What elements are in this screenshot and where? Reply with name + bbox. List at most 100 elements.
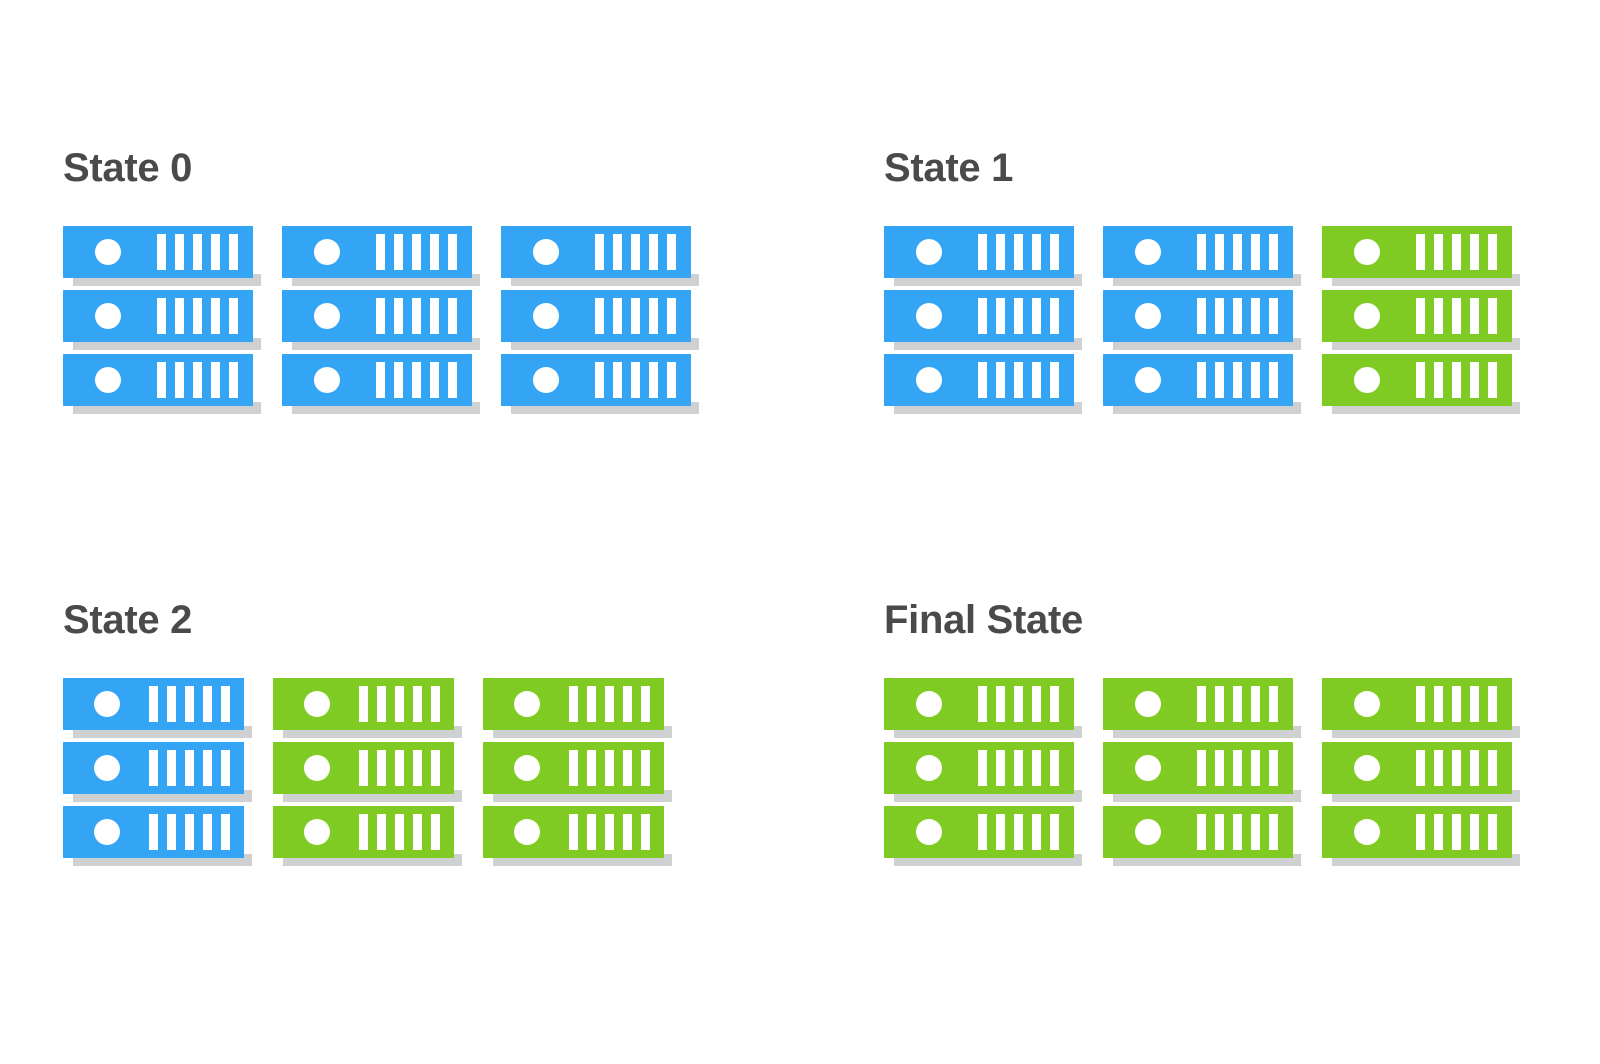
server-unit-green[interactable] [1322,354,1512,406]
server-unit-green[interactable] [1322,678,1512,730]
vent-slot-icon [586,750,596,786]
server-unit-blue[interactable] [63,806,244,858]
server-unit-green[interactable] [273,806,454,858]
server-unit-green[interactable] [1322,290,1512,342]
vent-slot-icon [1469,686,1479,722]
status-led-icon [1135,239,1162,265]
vent-slot-icon [166,686,176,722]
vent-slot-icon [1232,362,1242,398]
server-unit-green[interactable] [884,742,1074,794]
server-unit-green[interactable] [1322,742,1512,794]
server-unit-blue[interactable] [884,354,1074,406]
vent-slot-icon [1268,686,1278,722]
status-led-icon [513,819,540,845]
vent-slot-icon [1013,298,1023,334]
server-unit-blue[interactable] [884,226,1074,278]
vent-slot-icon [1433,750,1443,786]
server-vent-group [568,750,650,786]
vent-slot-icon [358,750,368,786]
vent-slot-icon [612,234,622,270]
vent-slot-icon [1433,362,1443,398]
server-rack[interactable] [63,678,252,866]
server-unit-blue[interactable] [282,290,472,342]
vent-slot-icon [393,234,403,270]
server-rack[interactable] [63,226,261,414]
server-rack[interactable] [884,678,1082,866]
server-unit-green[interactable] [884,678,1074,730]
server-unit-green[interactable] [1103,742,1293,794]
server-rack[interactable] [1103,226,1301,414]
server-unit-blue[interactable] [63,678,244,730]
server-unit-blue[interactable] [282,354,472,406]
vent-slot-icon [977,298,987,334]
server-vent-group [358,750,440,786]
server-unit-green[interactable] [273,742,454,794]
vent-slot-icon [1469,362,1479,398]
vent-slot-icon [174,298,184,334]
vent-slot-icon [977,750,987,786]
server-unit-blue[interactable] [63,354,253,406]
vent-slot-icon [430,686,440,722]
server-rack[interactable] [501,226,699,414]
server-unit-blue[interactable] [1103,354,1293,406]
vent-slot-icon [394,750,404,786]
vent-slot-icon [156,234,166,270]
server-unit-blue[interactable] [63,742,244,794]
server-rack[interactable] [273,678,462,866]
server-rack[interactable] [1322,678,1520,866]
server-unit-green[interactable] [483,806,664,858]
server-rack[interactable] [1103,678,1301,866]
server-rack[interactable] [884,226,1082,414]
status-led-icon [533,367,560,393]
status-led-icon [1135,367,1162,393]
server-unit-green[interactable] [1103,678,1293,730]
server-unit-blue[interactable] [501,226,691,278]
vent-slot-icon [358,686,368,722]
vent-slot-icon [192,234,202,270]
server-unit-wrapper [1322,742,1520,802]
vent-slot-icon [447,298,457,334]
server-unit-blue[interactable] [63,226,253,278]
server-vent-group [156,298,238,334]
server-unit-blue[interactable] [63,290,253,342]
server-unit-blue[interactable] [884,290,1074,342]
server-rack[interactable] [1322,226,1520,414]
vent-slot-icon [568,686,578,722]
server-unit-blue[interactable] [282,226,472,278]
server-unit-blue[interactable] [501,354,691,406]
vent-slot-icon [1013,686,1023,722]
server-unit-blue[interactable] [1103,226,1293,278]
status-led-icon [95,239,122,265]
server-vent-group [594,362,676,398]
server-unit-wrapper [273,742,462,802]
server-unit-wrapper [273,678,462,738]
server-vent-group [977,362,1059,398]
vent-slot-icon [1415,298,1425,334]
vent-slot-icon [210,234,220,270]
server-unit-green[interactable] [483,678,664,730]
status-led-icon [916,367,943,393]
server-vent-group [148,750,230,786]
server-unit-green[interactable] [1322,806,1512,858]
vent-slot-icon [1451,750,1461,786]
vent-slot-icon [393,362,403,398]
vent-slot-icon [666,234,676,270]
vent-slot-icon [630,298,640,334]
vent-slot-icon [1049,234,1059,270]
server-unit-green[interactable] [1322,226,1512,278]
vent-slot-icon [1196,362,1206,398]
server-unit-green[interactable] [1103,806,1293,858]
server-unit-wrapper [63,742,252,802]
server-unit-blue[interactable] [1103,290,1293,342]
vent-slot-icon [1487,814,1497,850]
server-rack[interactable] [282,226,480,414]
server-unit-green[interactable] [884,806,1074,858]
server-unit-green[interactable] [273,678,454,730]
vent-slot-icon [1196,686,1206,722]
server-rack[interactable] [483,678,672,866]
vent-slot-icon [376,686,386,722]
server-unit-blue[interactable] [501,290,691,342]
vent-slot-icon [1487,750,1497,786]
panel-title-state-0: State 0 [63,146,193,190]
server-unit-green[interactable] [483,742,664,794]
